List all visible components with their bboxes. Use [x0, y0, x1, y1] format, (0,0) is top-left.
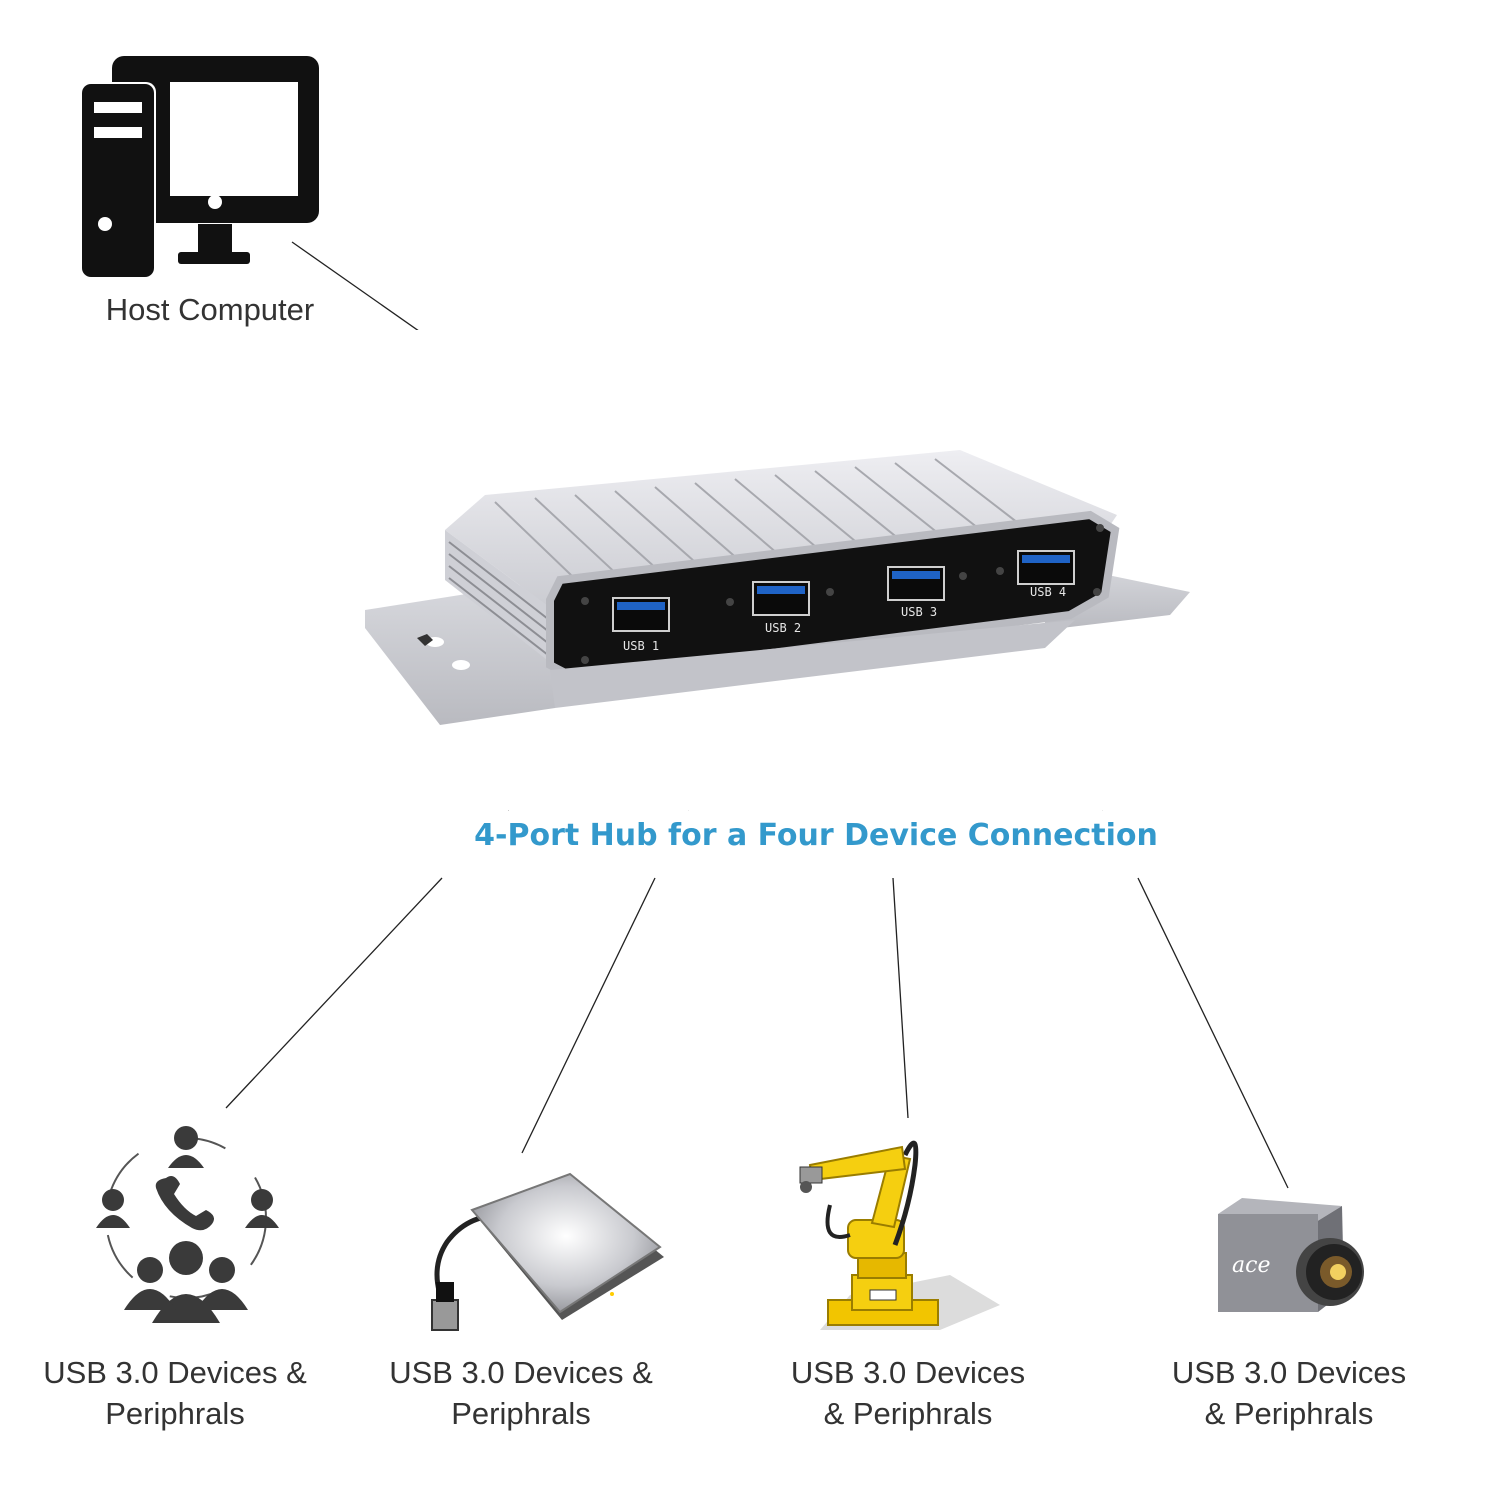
usb-hub-device: USB 1 USB 2 USB 3 USB 4	[345, 330, 1235, 810]
device-label-1: USB 3.0 Devices & Periphrals	[15, 1352, 335, 1434]
host-computer-label: Host Computer	[105, 292, 315, 327]
device-label-4: USB 3.0 Devices & Periphrals	[1129, 1352, 1449, 1434]
port-label-1: USB 1	[623, 639, 659, 653]
desktop-computer-icon	[81, 56, 319, 279]
device3-line	[892, 877, 909, 1119]
device1-line	[225, 877, 443, 1109]
device-label-2-line1: USB 3.0 Devices &	[389, 1355, 653, 1390]
industrial-camera-icon: ace	[1218, 1198, 1364, 1312]
device-label-3-line2: & Periphrals	[823, 1396, 993, 1431]
device-label-3-line1: USB 3.0 Devices	[790, 1355, 1026, 1390]
port-label-3: USB 3	[901, 605, 937, 619]
conference-call-icon	[96, 1126, 279, 1323]
port-label-4: USB 4	[1030, 585, 1066, 599]
camera-brand-badge: ace	[1232, 1253, 1270, 1278]
device-label-1-line1: USB 3.0 Devices &	[43, 1355, 307, 1390]
hub-caption: 4-Port Hub for a Four Device Connection	[474, 818, 1158, 853]
device-label-2-line2: Periphrals	[451, 1396, 591, 1431]
device-label-3: USB 3.0 Devices & Periphrals	[748, 1352, 1068, 1434]
external-hard-drive-icon	[431, 1172, 664, 1331]
device2-line	[521, 877, 656, 1154]
industrial-robot-arm-icon	[799, 1140, 1000, 1330]
device-label-1-line2: Periphrals	[105, 1396, 245, 1431]
device-label-2: USB 3.0 Devices & Periphrals	[361, 1352, 681, 1434]
device-label-4-line2: & Periphrals	[1204, 1396, 1374, 1431]
device4-line	[1137, 877, 1289, 1189]
device-label-4-line1: USB 3.0 Devices	[1171, 1355, 1407, 1390]
port-label-2: USB 2	[765, 621, 801, 635]
